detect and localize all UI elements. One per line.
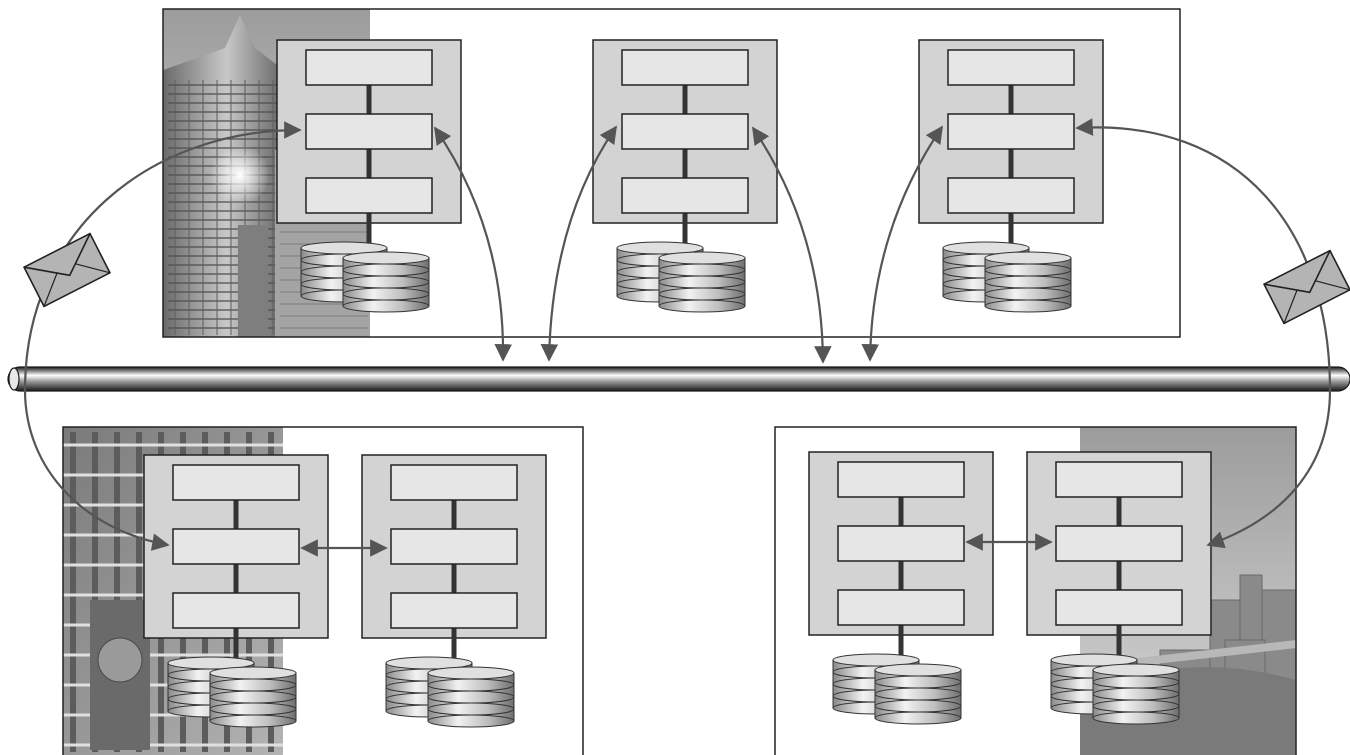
node-layer-1 (1055, 461, 1183, 498)
arrow-node-top-3-bus (861, 125, 943, 362)
node-bottom-right-1 (808, 451, 994, 725)
message-envelope-right (1262, 249, 1350, 325)
node-top-3 (918, 39, 1104, 313)
message-envelope-left (22, 232, 112, 308)
node-top-1 (276, 39, 462, 313)
application-nodes (143, 39, 1212, 728)
node-layer-1 (621, 49, 749, 86)
node-layer-3 (621, 177, 749, 214)
database-stack-front (984, 251, 1072, 313)
node-layer-2 (305, 113, 433, 150)
node-layer-3 (1055, 589, 1183, 626)
node-bottom-left-1 (143, 454, 329, 728)
node-layer-1 (305, 49, 433, 86)
node-layer-3 (947, 177, 1075, 214)
arrow-right-message-route (1075, 118, 1332, 549)
node-layer-2 (1055, 525, 1183, 562)
node-layer-2 (172, 528, 300, 565)
node-layer-1 (172, 464, 300, 501)
database-stack-front (658, 251, 746, 313)
database-stack-front (874, 663, 962, 725)
message-envelopes (22, 232, 1350, 325)
arrow-left-message-route (23, 121, 302, 551)
node-layer-3 (305, 177, 433, 214)
communication-arrows (23, 118, 1332, 557)
arrow-node-top-1-bus (434, 126, 513, 362)
node-layer-3 (172, 592, 300, 629)
site-bottom-right (774, 426, 1297, 755)
arrow-node-top-2-bus-right (752, 126, 832, 364)
node-layer-1 (947, 49, 1075, 86)
database-stack-front (1092, 663, 1180, 725)
network-bus-end (8, 367, 20, 391)
database-stack-front (209, 666, 297, 728)
node-layer-2 (837, 525, 965, 562)
node-layer-1 (837, 461, 965, 498)
arrow-node-top-2-bus-left (540, 125, 617, 362)
database-stack-front (342, 251, 430, 313)
node-layer-3 (837, 589, 965, 626)
node-layer-2 (621, 113, 749, 150)
database-stack-front (427, 666, 515, 728)
node-layer-2 (390, 528, 518, 565)
node-layer-3 (390, 592, 518, 629)
node-layer-1 (390, 464, 518, 501)
network-bus-pipe (7, 366, 1350, 392)
site-bottom-left (62, 426, 584, 755)
network-bus (7, 366, 1350, 392)
node-top-2 (592, 39, 778, 313)
node-bottom-left-2 (361, 454, 547, 728)
node-layer-2 (947, 113, 1075, 150)
